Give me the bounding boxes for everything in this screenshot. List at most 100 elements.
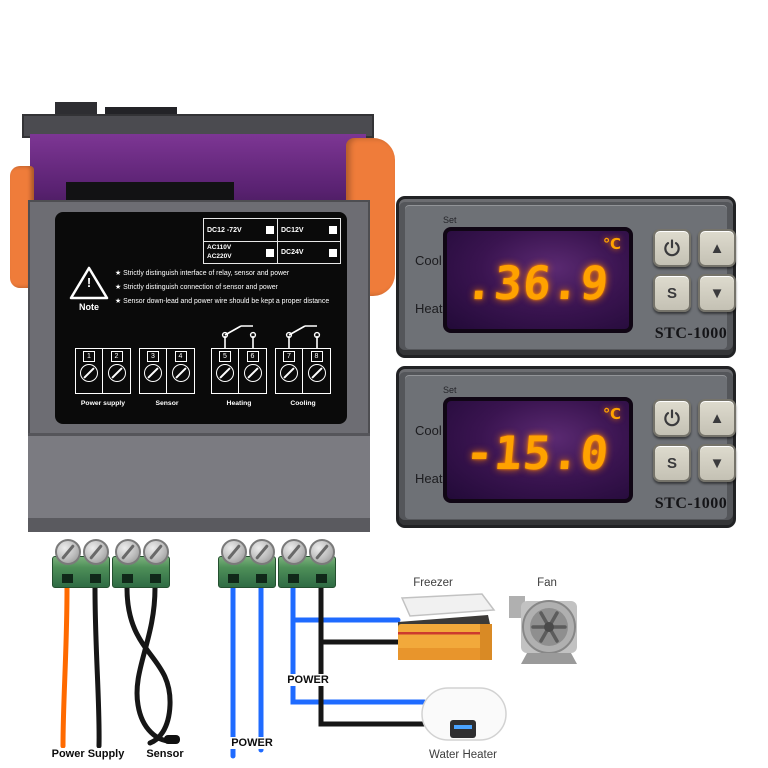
wire-sensor-1 [124,585,173,746]
relay-contact-icon [211,322,267,348]
terminal-number: 2 [110,351,123,362]
power-label-2: POWER [280,674,336,686]
terminal-group-heating: 5 6 [211,348,267,394]
terminal-group-power: 1 2 [75,348,131,394]
power-label-1: POWER [224,737,280,749]
set-button: S [653,274,691,312]
set-button: S [653,444,691,482]
wire-heater-black [318,639,427,727]
device-bottom-edge [28,518,370,532]
power-button [653,399,691,437]
voltage-checkbox [329,248,337,257]
voltage-option: DC24V [278,242,340,263]
terminal-number: 7 [283,351,295,362]
voltage-option: DC12 -72V [204,219,278,242]
model-name: STC-1000 [654,495,728,512]
terminal-screw [143,539,169,565]
celsius-unit: ℃ [602,235,621,253]
terminal-screw [144,364,162,382]
set-label: Set [443,385,457,395]
water-heater-image [421,687,507,741]
terminal-block [218,539,276,588]
power-icon [664,409,680,427]
terminal-number: 1 [83,351,95,362]
terminal-group-sensor: 3 4 [139,348,195,394]
terminal-screw [171,364,190,382]
voltage-option: AC110V AC220V [204,242,278,263]
terminal-screw [249,539,275,565]
down-button: ▼ [698,274,736,312]
spec-label-panel: DC12 -72V DC12V AC110V AC220V DC24V [55,212,347,424]
device-body-lower [28,433,370,532]
terminal-group-label: Power supply [80,400,126,407]
heat-label: Heat [415,471,443,486]
button-cluster: ▲ S ▼ [653,399,737,483]
terminal-screw [80,364,98,382]
celsius-unit: ℃ [602,405,621,423]
down-button: ▼ [698,444,736,482]
voltage-checkbox [266,226,274,234]
fan-label: Fan [537,577,557,589]
sensor-probe [164,735,180,744]
warning-text-block: ★ Strictly distinguish interface of rela… [115,267,343,309]
voltage-label: AC110V [207,244,232,252]
water-heater-label: Water Heater [429,749,497,761]
terminal-number: 5 [219,351,231,362]
terminal-screw [107,364,126,382]
temperature-value: .36.9 [463,256,612,310]
terminal-block [52,539,110,588]
terminal-screw [243,364,262,382]
terminal-screw [281,539,307,565]
controller-front-1: Set Cool Heat .36.9 ℃ ▲ S ▼ STC-1000 [396,196,736,358]
terminal-number: 8 [310,351,323,362]
terminal-screw [307,364,326,382]
terminal-group-label: Heating [226,400,252,407]
terminal-screw [115,539,141,565]
warning-line: ★ Strictly distinguish interface of rela… [115,270,290,277]
fan-image [509,596,577,664]
cool-label: Cool [415,253,442,268]
voltage-table: DC12 -72V DC12V AC110V AC220V DC24V [203,218,341,264]
set-label: Set [443,215,457,225]
power-icon [664,239,680,257]
warning-triangle-icon: ! [69,266,109,300]
wire-power-neutral [92,585,102,749]
wire-sensor-2 [134,585,173,744]
temperature-display: -15.0 ℃ [443,397,633,503]
model-name: STC-1000 [654,325,728,342]
voltage-label: DC24V [281,249,304,256]
freezer-image [398,593,496,660]
controller-back-view: DC12 -72V DC12V AC110V AC220V DC24V [10,100,395,532]
temperature-display: .36.9 ℃ [443,227,633,333]
button-cluster: ▲ S ▼ [653,229,737,313]
freezer-label: Freezer [413,577,453,589]
power-supply-label: Power Supply [40,748,136,760]
relay-contact-icon [275,322,331,348]
voltage-option: DC12V [278,219,340,242]
terminal-screw [309,539,335,565]
warning-line: ★ Sensor down-lead and power wire should… [115,298,330,305]
terminal-screw [280,364,298,382]
up-button: ▲ [698,399,736,437]
terminal-number: 4 [174,351,187,362]
voltage-label: AC220V [207,252,232,260]
terminal-screw [83,539,109,565]
power-button [653,229,691,267]
voltage-checkbox [266,248,274,257]
voltage-checkbox [329,226,337,234]
warning-exclamation: ! [86,275,92,290]
up-button: ▲ [698,229,736,267]
terminal-screw [55,539,81,565]
wiring-diagram [60,585,577,759]
voltage-label: DC12 -72V [207,226,242,234]
terminal-group-label: Cooling [290,400,316,407]
heat-label: Heat [415,301,443,316]
cool-label: Cool [415,423,442,438]
warning-line: ★ Strictly distinguish connection of sen… [115,284,278,291]
wire-heater-blue [290,617,427,705]
terminal-group-label: Sensor [155,400,179,407]
terminal-number: 6 [246,351,259,362]
controller-front-2: Set Cool Heat -15.0 ℃ ▲ S ▼ STC-1000 [396,366,736,528]
wire-power-live [60,585,70,749]
voltage-label: DC12V [281,226,304,234]
